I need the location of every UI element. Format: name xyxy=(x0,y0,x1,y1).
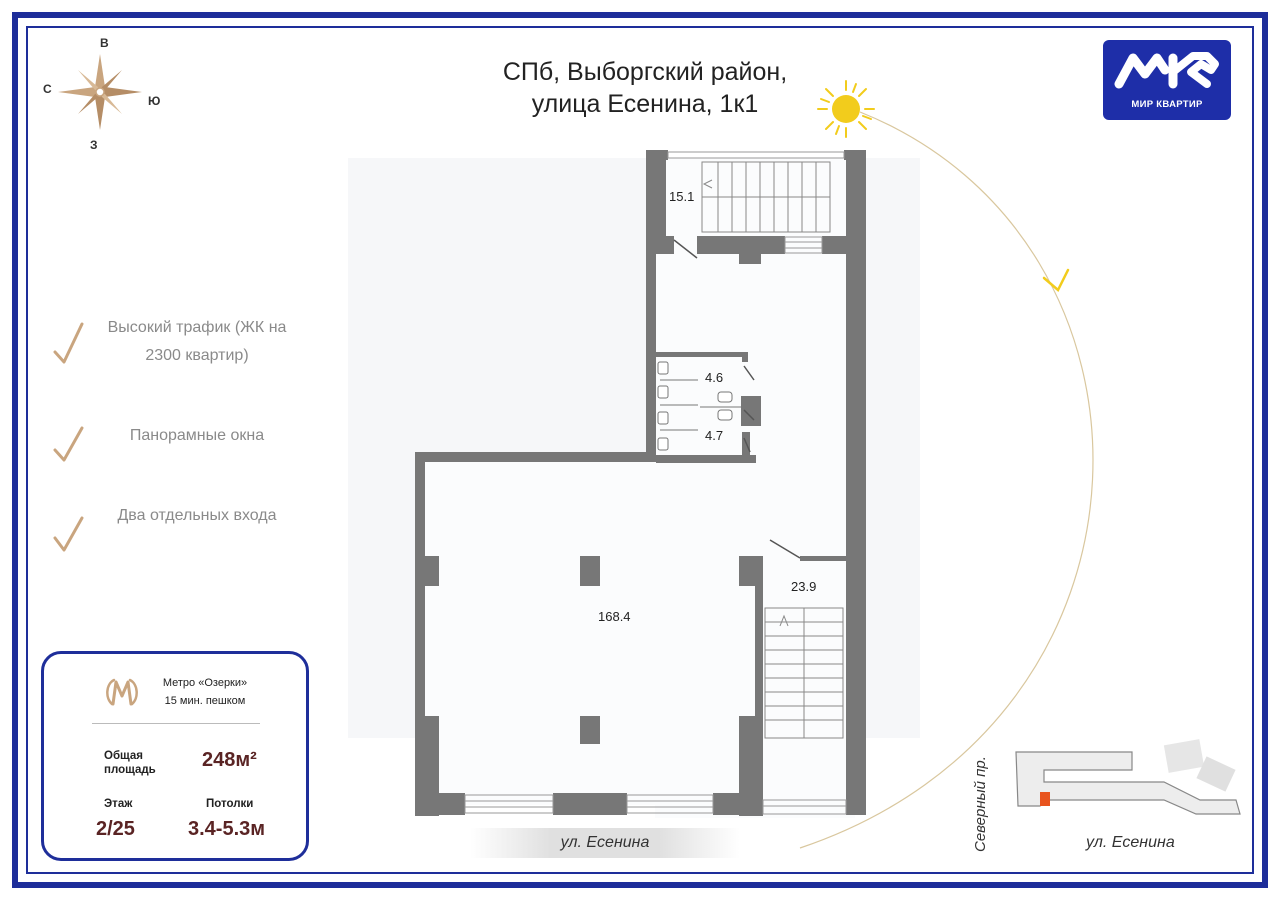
feature-text: Высокий трафик (ЖК на 2300 квартир) xyxy=(107,319,287,364)
sun-direction-icon xyxy=(1042,268,1070,292)
address-line-1: СПб, Выборгский район, xyxy=(502,58,788,86)
compass-rose: В С Ю З xyxy=(38,34,168,154)
area-label: Общая площадь xyxy=(104,749,156,777)
walls xyxy=(415,150,866,816)
staircase-bottom xyxy=(764,607,844,739)
metro-icon xyxy=(106,678,138,706)
floor-label: Этаж xyxy=(104,798,133,810)
room-area-stair-bottom: 23.9 xyxy=(791,579,816,594)
sun-icon xyxy=(817,80,875,138)
floor-value: 2/25 xyxy=(96,818,135,840)
checkmark-icon xyxy=(53,322,84,364)
checkmark-icon xyxy=(53,426,84,462)
ceiling-label: Потолки xyxy=(206,798,254,810)
street-label-main: ул. Есенина xyxy=(470,828,740,858)
card-divider xyxy=(92,723,260,724)
outer-frame xyxy=(12,12,1268,888)
sun-path xyxy=(799,111,1094,849)
feature-text: Панорамные окна xyxy=(129,427,265,444)
room-area-wc-1: 4.6 xyxy=(705,370,723,385)
room-area-wc-2: 4.7 xyxy=(705,428,723,443)
area-label-line2: площадь xyxy=(104,764,156,776)
brand-logo: МИР КВАРТИР xyxy=(1103,40,1231,120)
avenue-label-map: Северный пр. xyxy=(972,756,989,852)
area-label-line1: Общая xyxy=(104,750,143,762)
feature-text: Два отдельных входа xyxy=(117,507,277,524)
site-map xyxy=(1015,739,1241,815)
metro-walk: 15 мин. пешком xyxy=(164,695,246,707)
compass-label-top: В xyxy=(100,36,109,50)
doors xyxy=(673,239,801,559)
compass-label-bottom: З xyxy=(90,138,98,152)
area-value: 248м² xyxy=(202,749,257,771)
windows xyxy=(464,151,847,815)
ceiling-value: 3.4-5.3м xyxy=(188,818,266,840)
metro-info: Метро «Озерки» 15 мин. пешком xyxy=(150,674,260,710)
address-title: СПб, Выборгский район, улица Есенина, 1к… xyxy=(480,56,810,120)
info-card xyxy=(41,651,309,861)
room-area-main-hall: 168.4 xyxy=(598,609,631,624)
compass-label-left: С xyxy=(43,82,52,96)
logo-mark-icon xyxy=(1114,52,1219,89)
metro-name: Метро «Озерки» xyxy=(162,677,248,689)
address-line-2: улица Есенина, 1к1 xyxy=(531,90,759,118)
checkmark-icon xyxy=(53,516,84,552)
room-area-stair-top: 15.1 xyxy=(669,189,694,204)
compass-star-icon xyxy=(58,54,142,130)
site-marker xyxy=(1040,792,1050,806)
wc-fixtures xyxy=(657,361,742,451)
compass-label-right: Ю xyxy=(148,94,161,108)
inner-frame xyxy=(26,26,1254,874)
logo-text: МИР КВАРТИР xyxy=(1131,99,1203,110)
street-label-map: ул. Есенина xyxy=(1086,834,1175,851)
staircase-top xyxy=(701,161,831,233)
plan-interior-hall xyxy=(423,460,763,805)
